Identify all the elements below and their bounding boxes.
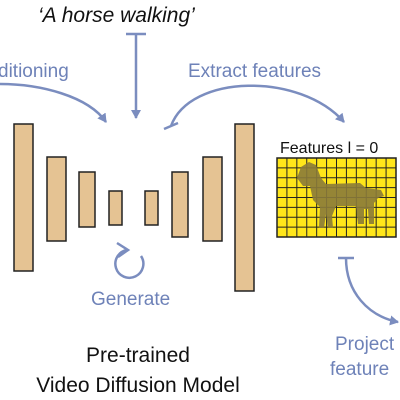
project-features-label-line2: feature <box>330 359 389 380</box>
bottleneck-bar-2 <box>144 190 159 226</box>
feature-grid <box>276 157 397 238</box>
conditioning-label: ditioning <box>0 61 69 82</box>
model-title-line1: Pre-trained <box>86 344 190 367</box>
decoder-bar-1 <box>171 171 189 238</box>
prompt-arrow <box>126 32 146 119</box>
generate-loop-icon <box>114 241 145 280</box>
decoder-bar-3 <box>234 123 255 292</box>
project-features-arrow <box>338 256 399 326</box>
extract-features-arrow <box>163 84 345 131</box>
bottleneck-bar-1 <box>108 190 123 226</box>
encoder-bar-3 <box>78 171 96 228</box>
encoder-bar-2 <box>46 156 67 242</box>
generate-label: Generate <box>91 289 170 310</box>
diffusion-model-bars <box>13 123 255 292</box>
extract-features-label: Extract features <box>188 61 321 82</box>
features-label: Features l = 0 <box>280 140 378 157</box>
model-title-line2: Video Diffusion Model <box>36 374 240 397</box>
prompt-text: ‘A horse walking’ <box>38 4 195 27</box>
decoder-bar-2 <box>202 156 223 242</box>
conditioning-arrow <box>0 82 108 123</box>
encoder-bar-1 <box>13 123 34 272</box>
project-features-label-line1: Project <box>335 334 395 355</box>
horse-silhouette-icon <box>297 162 384 228</box>
